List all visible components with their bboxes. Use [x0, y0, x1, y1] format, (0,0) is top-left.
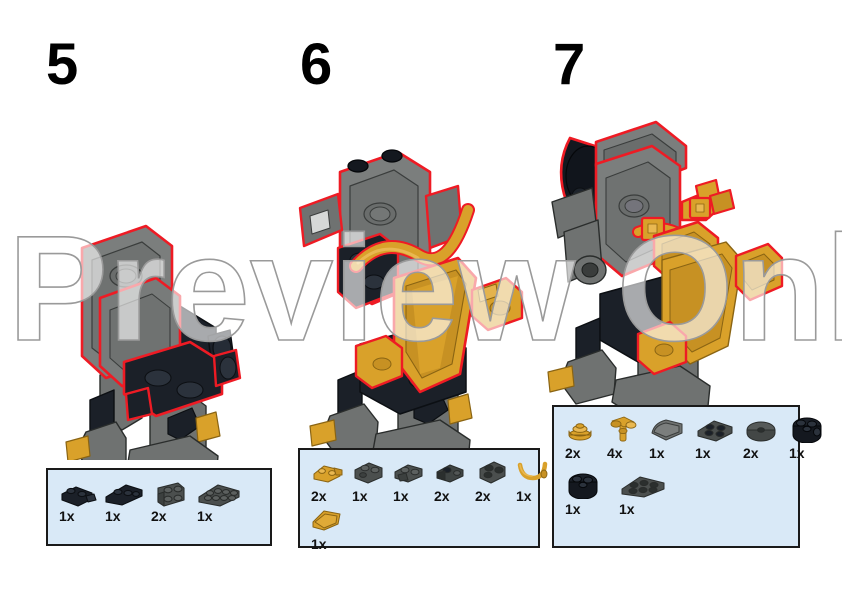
parts-row: 2x 1x [310, 458, 548, 504]
part-quantity: 4x [607, 445, 623, 461]
step-6-illustration [280, 130, 540, 477]
part-item: 2x [564, 415, 600, 461]
part-quantity: 2x [151, 508, 167, 524]
part-item: 1x [310, 506, 345, 552]
parts-rows-step-6: 2x 1x [310, 458, 548, 552]
part-item: 2x [742, 415, 782, 461]
part-quantity: 1x [789, 445, 805, 461]
plate-1x2-with-clip-black-icon [58, 478, 98, 508]
brick-round-2x2-black-icon [788, 415, 828, 445]
parts-row: 1x [564, 471, 788, 517]
part-quantity: 2x [311, 488, 327, 504]
part-quantity: 2x [743, 445, 759, 461]
part-quantity: 1x [649, 445, 665, 461]
step-5-illustration [30, 150, 280, 515]
mech-model-step5-svg [65, 224, 242, 515]
parts-rows-step-7: 2x 4x [564, 415, 822, 517]
part-item: 1x [564, 471, 604, 517]
plate-2x2-dark-gray-icon [694, 415, 736, 445]
mech-model-step7-svg [547, 120, 784, 421]
part-quantity: 2x [434, 488, 450, 504]
stud-round-gold-icon [564, 415, 600, 445]
part-quantity: 1x [197, 508, 213, 524]
part-item: 1x [196, 478, 240, 524]
mech-model-step6-svg [298, 149, 524, 477]
part-quantity: 1x [695, 445, 711, 461]
step-number-5: 5 [46, 32, 78, 97]
dish-2x2-dark-gray-icon [742, 415, 782, 445]
part-item: 2x [433, 458, 468, 504]
part-quantity: 1x [565, 501, 581, 517]
part-quantity: 1x [516, 488, 532, 504]
part-item: 1x [104, 478, 144, 524]
parts-row: 2x 4x [564, 415, 822, 461]
step-7-illustration [530, 110, 810, 421]
part-quantity: 2x [475, 488, 491, 504]
step-number-7: 7 [553, 32, 585, 97]
parts-box-step-5: 1x 1x [46, 468, 272, 546]
parts-box-step-6: 2x 1x [298, 448, 548, 552]
plate-1x4-with-clips-black-icon [104, 478, 144, 508]
part-quantity: 1x [393, 488, 409, 504]
bracket-1x2-2x2-dark-gray-icon [150, 478, 190, 508]
part-item: 2x [474, 458, 509, 504]
part-quantity: 2x [565, 445, 581, 461]
plate-2x3-dark-gray-icon [618, 471, 670, 501]
parts-row: 1x 1x [58, 478, 260, 524]
part-quantity: 1x [352, 488, 368, 504]
part-item: 1x [58, 478, 98, 524]
step-number-6: 6 [300, 32, 332, 97]
part-item: 1x [515, 458, 550, 504]
bar-with-clips-gold-icon [606, 415, 642, 445]
wedge-plate-gold-icon [310, 506, 345, 536]
bar-curved-gold-icon [515, 458, 550, 488]
bar-holder-gold-icon [310, 458, 345, 488]
part-quantity: 1x [311, 536, 327, 552]
brick-1x2-with-studs-dark-gray-icon [351, 458, 386, 488]
parts-rows-step-5: 1x 1x [58, 478, 260, 524]
plate-2x4-dark-gray-icon [196, 478, 240, 508]
part-item: 2x [310, 458, 345, 504]
plate-1x2-with-handle-dark-gray-icon [392, 458, 427, 488]
plate-1x2-with-clip-dark-gray-icon [433, 458, 468, 488]
part-item: 1x [694, 415, 736, 461]
brick-round-2x2-black-icon [564, 471, 604, 501]
parts-row: 1x [310, 506, 528, 552]
part-quantity: 1x [619, 501, 635, 517]
part-item: 1x [351, 458, 386, 504]
part-item: 2x [150, 478, 190, 524]
bracket-1x2-dark-gray-icon [474, 458, 509, 488]
part-quantity: 1x [59, 508, 75, 524]
part-item: 1x [788, 415, 828, 461]
slope-curved-2x2-gray-icon [648, 415, 688, 445]
part-item: 1x [392, 458, 427, 504]
parts-box-step-7: 2x 4x [552, 405, 822, 548]
part-quantity: 1x [105, 508, 121, 524]
part-item: 4x [606, 415, 642, 461]
part-item: 1x [618, 471, 670, 517]
part-item: 1x [648, 415, 688, 461]
